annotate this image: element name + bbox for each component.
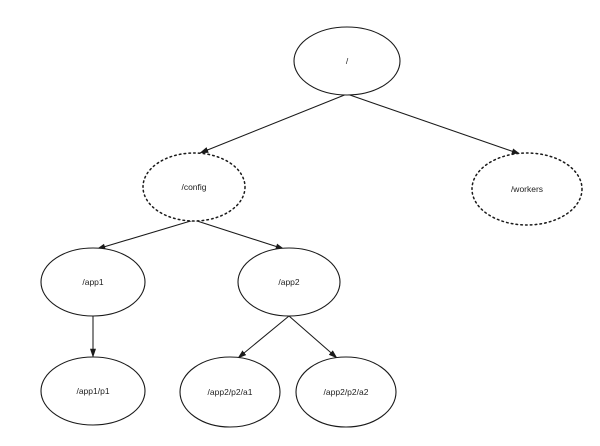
- edge-root-to-workers: [346, 93, 521, 155]
- node-label-workers: /workers: [511, 184, 543, 194]
- node-label-app2: /app2: [278, 277, 300, 287]
- node-label-root: /: [346, 56, 349, 66]
- node-label-app2p2a2: /app2/p2/a2: [324, 387, 369, 397]
- node-shape-workers: [471, 152, 583, 226]
- node-shape-app2: [237, 247, 341, 317]
- node-label-config: /config: [181, 182, 206, 192]
- nodes-layer: / /config/workers/app1/app2/app1/p1/app2/…: [40, 26, 583, 428]
- node-app2[interactable]: /app2: [237, 247, 341, 317]
- node-root[interactable]: /: [293, 26, 401, 96]
- node-app1p1[interactable]: /app1/p1: [40, 356, 146, 426]
- node-shape-app1p1: [40, 356, 146, 426]
- node-label-app1p1: /app1/p1: [76, 386, 109, 396]
- node-app2p2a1[interactable]: /app2/p2/a1: [179, 356, 281, 428]
- node-shape-app1: [40, 247, 146, 317]
- node-shape-config: [142, 152, 246, 222]
- edge-app2-to-app2p2a1: [237, 315, 290, 359]
- node-app1[interactable]: /app1: [40, 247, 146, 317]
- edge-root-to-config: [199, 93, 348, 154]
- node-workers[interactable]: /workers: [471, 152, 583, 226]
- node-shape-root: [293, 26, 401, 96]
- edge-config-to-app2: [193, 219, 285, 250]
- node-label-app1: /app1: [82, 277, 104, 287]
- node-shape-app2p2a2: [295, 356, 397, 428]
- edges-layer: [90, 93, 521, 359]
- node-app2p2a2[interactable]: /app2/p2/a2: [295, 356, 397, 428]
- edge-app2-to-app2p2a2: [288, 315, 338, 359]
- node-label-app2p2a1: /app2/p2/a1: [208, 387, 253, 397]
- node-shape-app2p2a1: [179, 356, 281, 428]
- edge-config-to-app1: [96, 219, 195, 250]
- node-config[interactable]: /config: [142, 152, 246, 222]
